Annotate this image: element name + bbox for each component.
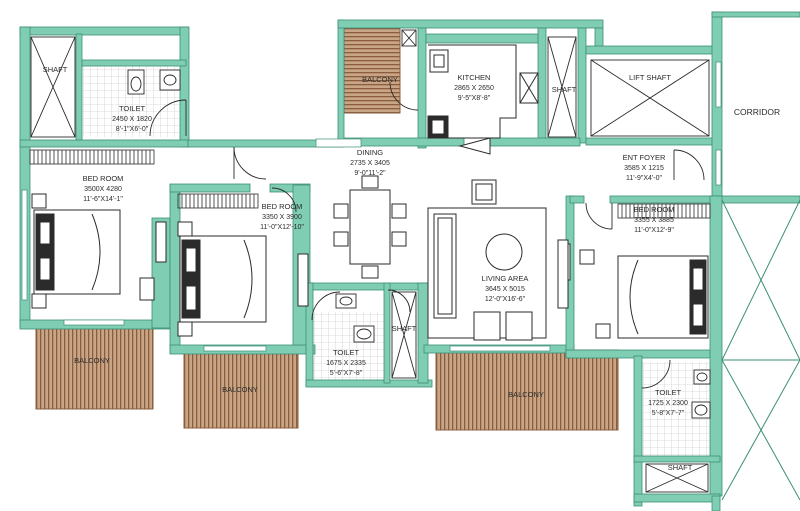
ent-foyer-metric: 3585 X 1215 <box>624 165 664 172</box>
living-name: LIVING AREA <box>482 274 529 283</box>
balcony-2 <box>183 351 299 429</box>
balcony-top <box>343 26 401 114</box>
living-imperial: 12'-0"X16'-6" <box>485 296 526 303</box>
toilet-mid-imperial: 5'-6"X7'-8" <box>330 370 363 377</box>
living-furniture <box>427 179 569 341</box>
toilet-top-metric: 2450 X 1820 <box>112 116 152 123</box>
kitchen-counter <box>427 44 539 155</box>
toilet-right-imperial: 5'-8"X7'-7" <box>652 410 685 417</box>
dining-imperial: 9'-0"11'-2" <box>354 170 386 177</box>
shaft-tl-label: SHAFT <box>43 65 68 74</box>
toilet-top-imperial: 8'-1"X6'-0" <box>116 126 149 133</box>
shaft-boxes <box>30 29 710 493</box>
kitchen-imperial: 9'-5"X8'-8" <box>458 95 491 102</box>
lift-shaft-label: LIFT SHAFT <box>629 73 671 82</box>
corridor-label: CORRIDOR <box>734 107 780 117</box>
toilet-top-name: TOILET <box>119 104 146 113</box>
shaft-kitchen-label: SHAFT <box>552 85 577 94</box>
ent-foyer-name: ENT FOYER <box>623 153 666 162</box>
bed-1 <box>31 193 167 309</box>
balcony-2-label: BALCONY <box>222 385 258 394</box>
toilet-mid-name: TOILET <box>333 348 360 357</box>
shaft-br-label: SHAFT <box>668 463 693 472</box>
ent-foyer-imperial: 11'-9"X4'-0" <box>626 175 662 182</box>
bedroom1-metric: 3500X 4280 <box>84 186 122 193</box>
door-swings <box>149 81 705 389</box>
balcony-3 <box>435 349 619 431</box>
wardrobes <box>29 149 711 219</box>
balcony-top-label: BALCONY <box>362 75 398 84</box>
living-metric: 3645 X 5015 <box>485 286 525 293</box>
windows <box>21 61 722 352</box>
toilet-fixtures <box>127 69 711 419</box>
bedroom1-name: BED ROOM <box>83 174 124 183</box>
toilet-right-name: TOILET <box>655 388 682 397</box>
labels: SHAFT TOILET 2450 X 1820 8'-1"X6'-0" BAL… <box>43 65 780 472</box>
bedroom2-metric: 3350 X 3900 <box>262 214 302 221</box>
kitchen-metric: 2865 X 2650 <box>454 85 494 92</box>
toilet-mid-floor <box>312 312 387 380</box>
dining-metric: 2735 X 3405 <box>350 160 390 167</box>
corridor-lines <box>721 199 800 501</box>
bedroom2-imperial: 11'-0"X12'-10" <box>260 224 304 231</box>
balcony-1-label: BALCONY <box>74 356 110 365</box>
bedroom2-name: BED ROOM <box>262 202 303 211</box>
dining-table <box>333 175 407 279</box>
toilet-mid-metric: 1675 X 2335 <box>326 360 366 367</box>
shaft-mid-label: SHAFT <box>392 324 417 333</box>
bedroom3-metric: 3355 X 3885 <box>634 217 674 224</box>
bedroom3-name: BED ROOM <box>634 205 675 214</box>
bed-3 <box>559 243 709 339</box>
bedroom3-imperial: 11'-0"X12'-9" <box>634 227 674 234</box>
walls <box>19 11 800 511</box>
dining-name: DINING <box>357 148 383 157</box>
balcony-3-label: BALCONY <box>508 390 544 399</box>
bedroom1-imperial: 11'-6"X14'-1" <box>83 196 123 203</box>
balcony-1 <box>35 326 154 410</box>
toilet-right-metric: 1725 X 2300 <box>648 400 688 407</box>
bed-2 <box>177 221 309 337</box>
kitchen-name: KITCHEN <box>458 73 491 82</box>
